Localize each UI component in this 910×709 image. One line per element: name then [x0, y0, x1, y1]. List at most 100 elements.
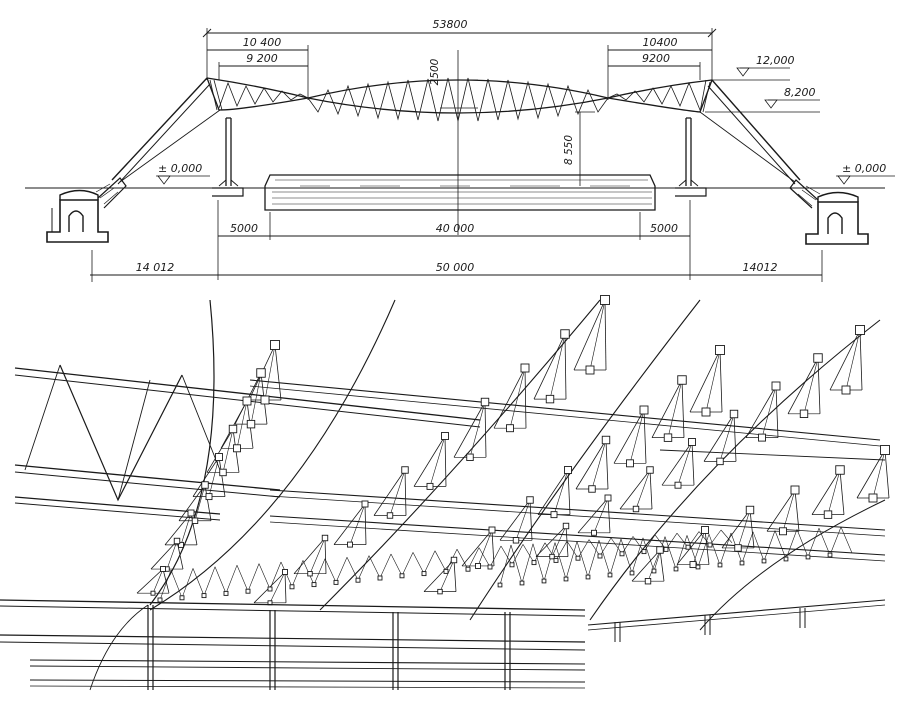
truss-member: [745, 385, 777, 438]
cable-node: [779, 527, 787, 536]
truss-member: [665, 533, 678, 550]
label-column-span: 50 000: [436, 261, 475, 274]
truss-member: [803, 357, 819, 414]
truss-member: [524, 367, 527, 429]
truss-member: [291, 560, 304, 587]
truss-member: [439, 559, 455, 592]
truss-member: [522, 544, 535, 563]
truss-member: [692, 529, 706, 565]
truss-member: [293, 537, 326, 574]
truss-member: [766, 489, 796, 532]
cable-node: [663, 546, 669, 552]
label-left-cantilever: 5000: [230, 222, 258, 235]
cable-node: [466, 453, 474, 461]
cable-node: [549, 553, 555, 560]
dimension-clear-height: 8 550: [563, 111, 595, 186]
truss-member: [677, 441, 693, 486]
cable-node: [632, 505, 640, 513]
truss-member: [613, 409, 645, 464]
cable-node: [701, 407, 711, 417]
level-marks: 12,000 8,200 ± 0,000 ± 0,000: [156, 54, 895, 185]
truss-member: [170, 569, 183, 598]
truss-member: [549, 333, 566, 400]
truss-member: [817, 357, 821, 414]
cable-node: [626, 459, 634, 468]
truss-member: [164, 512, 192, 546]
cable-node: [604, 494, 612, 502]
truss-member: [737, 509, 751, 549]
cable-node: [619, 551, 625, 557]
truss-member: [884, 449, 890, 499]
left-anchor-block: [46, 177, 127, 243]
cable-node: [228, 424, 238, 434]
truss-member: [749, 509, 755, 548]
truss-member: [607, 497, 611, 533]
truss-webs: [218, 77, 701, 122]
cable-nodes: [150, 295, 890, 606]
cable-node: [191, 517, 199, 524]
cable-node: [560, 329, 570, 339]
truss-member: [477, 529, 493, 567]
truss-member: [364, 503, 367, 545]
cable-node: [601, 435, 611, 445]
truss-member: [423, 550, 436, 574]
truss-member: [368, 555, 381, 579]
dimension-left-bays: 10 400 9 200: [207, 36, 309, 100]
left-purlins: [14, 364, 481, 521]
truss-member: [664, 536, 677, 570]
cable-node: [201, 481, 209, 489]
pool-basin: [264, 174, 656, 211]
truss-member: [453, 559, 457, 592]
cable-node: [531, 560, 537, 566]
truss-member: [509, 367, 526, 429]
truss-member: [591, 439, 607, 490]
cable-node: [437, 588, 443, 595]
truss-member: [379, 553, 392, 579]
truss-member: [469, 401, 486, 458]
truss-member: [203, 566, 216, 596]
cable-node: [205, 493, 213, 501]
truss-member: [588, 539, 601, 557]
truss-member: [269, 561, 282, 590]
cable-node: [377, 575, 383, 581]
truss-member: [389, 469, 406, 516]
truss-member: [554, 542, 567, 580]
cable-node: [597, 553, 603, 559]
truss-member: [284, 571, 287, 603]
cable-node: [289, 584, 295, 590]
cable-node: [674, 481, 682, 489]
truss-member: [720, 529, 733, 543]
truss-member: [335, 557, 348, 583]
cable-node: [629, 570, 635, 576]
cable-node: [646, 466, 654, 474]
truss-member: [515, 499, 531, 541]
truss-member: [194, 484, 206, 521]
cable-node: [585, 574, 591, 580]
truss-member: [649, 469, 653, 510]
cable-node: [399, 573, 405, 579]
truss-member: [689, 349, 721, 413]
truss-member: [535, 525, 567, 557]
cable-node: [771, 381, 781, 391]
truss-member: [412, 552, 425, 574]
truss-member: [324, 537, 327, 574]
cable-node: [715, 345, 725, 355]
truss-member: [444, 435, 447, 487]
elevation-section: 53800 10 400 9 200 10400 9200 2500: [25, 18, 895, 282]
truss-member: [543, 542, 556, 582]
cable-node: [553, 557, 559, 563]
cable-node: [173, 537, 181, 545]
truss-member: [719, 413, 735, 462]
truss-member: [401, 552, 414, 576]
truss-member: [555, 541, 568, 561]
cable-node: [426, 482, 434, 490]
truss-member: [708, 534, 721, 566]
cable-node: [355, 577, 361, 583]
truss-member: [373, 469, 406, 516]
cable-node: [575, 555, 581, 561]
truss-member: [484, 401, 487, 458]
truss-member: [605, 439, 609, 489]
roof-surfaces: [149, 299, 886, 631]
truss-member: [635, 469, 651, 510]
cable-node: [201, 593, 207, 599]
